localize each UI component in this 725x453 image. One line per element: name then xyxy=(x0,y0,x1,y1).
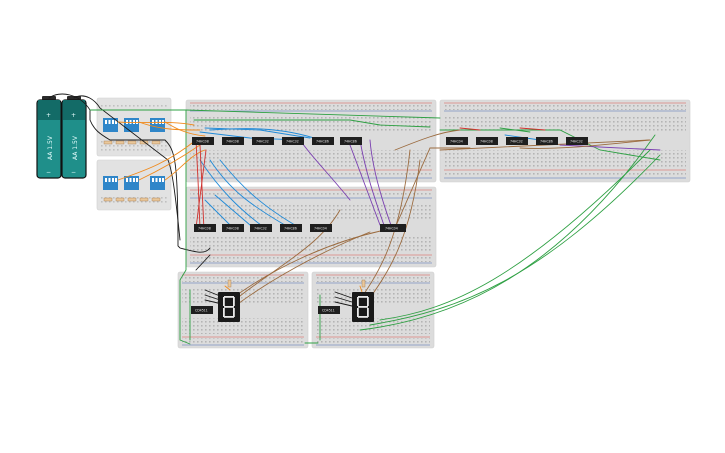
wires[interactable] xyxy=(48,93,661,345)
ic-chip[interactable]: 74HC86 xyxy=(340,137,362,145)
ic-chip[interactable]: 74HC08 xyxy=(222,137,244,145)
chip-label: 74HC08 xyxy=(196,140,209,144)
ic-chip[interactable]: 74HC86 xyxy=(536,137,558,145)
ic-chip[interactable]: 74HC32 xyxy=(252,137,274,145)
ic-chip[interactable]: 74HC32 xyxy=(566,137,588,145)
seven-segment-display-icon[interactable]: 8 xyxy=(0,0,240,322)
chip-label: CD4511 xyxy=(195,309,208,313)
ic-chip[interactable]: 74HC04 xyxy=(310,224,332,232)
display-resistor xyxy=(227,279,366,288)
ic-chip[interactable]: 74HC04 xyxy=(446,137,468,145)
chip-label: 74HC86 xyxy=(284,227,297,231)
dip-switch-icon[interactable] xyxy=(124,118,139,132)
battery-plus-label: + xyxy=(71,112,76,119)
dip-switch-icon[interactable] xyxy=(150,176,165,190)
breadboard-main-top[interactable] xyxy=(185,99,437,183)
chip-label: 74HC32 xyxy=(256,140,269,144)
chip-label: 74HC32 xyxy=(570,140,583,144)
ic-chip[interactable]: 74HC32 xyxy=(282,137,304,145)
resistor-array xyxy=(103,140,161,202)
battery-minus-label: − xyxy=(46,169,51,176)
ic-chip[interactable]: 74HC08 xyxy=(222,224,244,232)
chip-label: CD4511 xyxy=(322,309,335,313)
dip-switch-icon[interactable] xyxy=(150,118,165,132)
chip-label: 74HC08 xyxy=(480,140,493,144)
battery-minus-label: − xyxy=(71,169,76,176)
breadboard-display-left[interactable] xyxy=(177,271,309,349)
battery-label: AA 1.5V xyxy=(72,135,79,160)
chip-label: 74HC08 xyxy=(226,227,239,231)
ic-chip[interactable]: 74HC32 xyxy=(250,224,272,232)
display-driver-chip[interactable]: CD4511 xyxy=(191,306,213,314)
display-digit: 8 xyxy=(0,0,9,4)
seven-segment-display-icon[interactable]: 8 xyxy=(0,0,374,322)
ic-chip[interactable]: 74HC32 xyxy=(506,137,528,145)
chip-label: 74HC32 xyxy=(286,140,299,144)
chip-label: 74HC04 xyxy=(385,227,398,231)
chip-label: 74HC86 xyxy=(316,140,329,144)
dip-switch-icon[interactable] xyxy=(103,118,118,132)
chip-label: 74HC32 xyxy=(510,140,523,144)
chip-label: 74HC86 xyxy=(540,140,553,144)
dip-switch-icon[interactable] xyxy=(103,176,118,190)
dip-switch-icon[interactable] xyxy=(124,176,139,190)
chip-label: 74HC08 xyxy=(198,227,211,231)
ic-chip[interactable]: 74HC08 xyxy=(476,137,498,145)
ic-chip[interactable]: 74HC86 xyxy=(280,224,302,232)
battery-label: AA 1.5V xyxy=(47,135,54,160)
chip-label: 74HC04 xyxy=(450,140,463,144)
ic-chip[interactable]: 74HC04 xyxy=(380,224,406,232)
display-digit: 8 xyxy=(0,0,9,4)
battery-plus-label: + xyxy=(46,112,51,119)
chip-label: 74HC32 xyxy=(254,227,267,231)
display-driver-chip[interactable]: CD4511 xyxy=(318,306,340,314)
ic-chip[interactable]: 74HC08 xyxy=(194,224,216,232)
ic-chip[interactable]: 74HC86 xyxy=(312,137,334,145)
battery-1[interactable]: + AA 1.5V − xyxy=(36,96,62,179)
battery-2[interactable]: + AA 1.5V − xyxy=(61,96,87,179)
chip-label: 74HC04 xyxy=(314,227,327,231)
chip-label: 74HC86 xyxy=(344,140,357,144)
chip-label: 74HC08 xyxy=(226,140,239,144)
ic-chip[interactable]: 74HC08 xyxy=(192,137,214,145)
